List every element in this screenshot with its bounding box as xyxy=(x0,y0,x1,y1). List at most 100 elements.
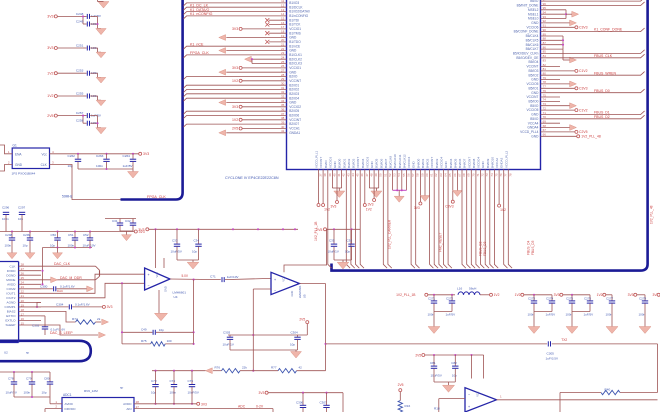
svg-text:B4/IO10: B4/IO10 xyxy=(490,157,494,168)
svg-text:48: 48 xyxy=(369,173,373,177)
svg-text:B1/TDI: B1/TDI xyxy=(289,18,299,22)
svg-text:R16: R16 xyxy=(405,404,411,408)
svg-text:DGND: DGND xyxy=(6,273,16,277)
svg-text:10p: 10p xyxy=(452,373,457,377)
svg-text:3V3: 3V3 xyxy=(47,46,53,50)
svg-text:K1_DC_LK: K1_DC_LK xyxy=(190,3,209,7)
svg-text:100n: 100n xyxy=(566,313,573,317)
svg-text:B1/nCE: B1/nCE xyxy=(289,44,300,48)
svg-text:C74: C74 xyxy=(170,379,176,383)
svg-text:2V5: 2V5 xyxy=(316,228,322,232)
svg-text:18: 18 xyxy=(281,30,285,34)
svg-text:C264: C264 xyxy=(123,154,131,158)
svg-text:54: 54 xyxy=(397,173,401,177)
svg-text:89: 89 xyxy=(543,32,547,36)
svg-text:11: 11 xyxy=(281,0,284,3)
svg-text:19: 19 xyxy=(281,34,285,38)
svg-text:1V2: 1V2 xyxy=(324,208,330,212)
svg-text:57: 57 xyxy=(411,173,415,177)
svg-text:68: 68 xyxy=(462,173,466,177)
svg-text:17: 17 xyxy=(281,25,285,29)
svg-text:56: 56 xyxy=(407,173,411,177)
svg-text:C3V3: C3V3 xyxy=(445,204,453,208)
svg-text:3V3: 3V3 xyxy=(232,27,238,31)
svg-text:82: 82 xyxy=(543,63,547,67)
svg-text:C251: C251 xyxy=(76,43,84,47)
svg-text:69: 69 xyxy=(467,173,471,177)
svg-text:43: 43 xyxy=(346,173,350,177)
svg-text:B4/IO2: B4/IO2 xyxy=(426,158,430,168)
svg-text:VCCIO4: VCCIO4 xyxy=(407,156,411,168)
svg-text:FPGA_CLK: FPGA_CLK xyxy=(190,51,209,55)
svg-text:VCCIO3: VCCIO3 xyxy=(365,156,369,168)
svg-text:COMP1: COMP1 xyxy=(4,305,15,309)
svg-text:100n: 100n xyxy=(2,217,9,221)
svg-text:R75: R75 xyxy=(141,339,147,343)
svg-text:B2/IO6: B2/IO6 xyxy=(289,114,299,118)
svg-text:41: 41 xyxy=(281,129,285,133)
svg-text:FBUS_D4: FBUS_D4 xyxy=(527,240,531,255)
svg-text:B4/CLK11: B4/CLK11 xyxy=(398,154,402,168)
svg-text:VCCIO3: VCCIO3 xyxy=(328,156,332,168)
svg-text:10uF/5V: 10uF/5V xyxy=(6,390,17,394)
svg-text:CYCLONE IV EP4CE22E22C8N: CYCLONE IV EP4CE22E22C8N xyxy=(225,176,279,180)
svg-text:70: 70 xyxy=(471,173,475,177)
svg-text:C273: C273 xyxy=(528,296,536,300)
svg-text:IOUT2: IOUT2 xyxy=(6,296,15,300)
svg-text:28: 28 xyxy=(281,73,285,77)
svg-text:1V2: 1V2 xyxy=(515,293,521,297)
svg-text:GND: GND xyxy=(289,101,297,105)
svg-text:B1/DCLK: B1/DCLK xyxy=(289,5,303,9)
svg-text:MSEL1: MSEL1 xyxy=(528,12,539,16)
svg-text:GND: GND xyxy=(15,163,23,167)
svg-text:21: 21 xyxy=(21,294,25,298)
svg-text:DAC_S_LEEP: DAC_S_LEEP xyxy=(50,331,73,335)
svg-text:1V2: 1V2 xyxy=(366,208,372,212)
svg-text:VCCIO1: VCCIO1 xyxy=(289,27,301,31)
svg-text:B5/IO3: B5/IO3 xyxy=(528,69,538,73)
svg-text:78: 78 xyxy=(508,173,512,177)
svg-text:2V5: 2V5 xyxy=(47,114,53,118)
svg-text:B6/CLK4: B6/CLK4 xyxy=(526,34,539,38)
svg-text:72: 72 xyxy=(543,106,547,110)
svg-text:RV6_12M: RV6_12M xyxy=(84,389,98,393)
svg-text:B4/IO5: B4/IO5 xyxy=(453,158,457,168)
svg-text:71: 71 xyxy=(543,111,547,115)
svg-text:R40: R40 xyxy=(605,388,611,392)
svg-text:10p: 10p xyxy=(50,244,55,248)
svg-text:3V3: 3V3 xyxy=(259,391,265,395)
svg-text:10p: 10p xyxy=(345,250,350,254)
svg-text:R76: R76 xyxy=(215,366,221,370)
svg-text:1uF/3.5V: 1uF/3.5V xyxy=(546,357,559,361)
svg-text:0-2V: 0-2V xyxy=(256,404,264,408)
svg-text:44: 44 xyxy=(351,173,355,177)
svg-text:VCCINT: VCCINT xyxy=(430,157,434,168)
svg-text:3V3: 3V3 xyxy=(232,105,238,109)
svg-text:25: 25 xyxy=(281,60,285,64)
svg-text:3: 3 xyxy=(52,161,54,165)
svg-text:49: 49 xyxy=(374,173,378,177)
svg-text:10uF/1V: 10uF/1V xyxy=(328,250,339,254)
svg-text:17: 17 xyxy=(21,312,25,316)
svg-text:C81: C81 xyxy=(430,361,436,365)
svg-text:3V3: 3V3 xyxy=(368,203,374,207)
svg-text:3V3: 3V3 xyxy=(414,206,420,210)
svg-text:2V5: 2V5 xyxy=(299,318,305,322)
svg-text:24: 24 xyxy=(21,281,25,285)
svg-text:C305: C305 xyxy=(547,352,555,356)
svg-text:B6/CLK5: B6/CLK5 xyxy=(526,38,539,42)
svg-text:GND: GND xyxy=(531,78,539,82)
svg-text:C278: C278 xyxy=(639,296,647,300)
svg-text:ADC: ADC xyxy=(238,404,246,408)
svg-text:4: 4 xyxy=(52,150,54,154)
svg-text:U2: U2 xyxy=(4,351,8,355)
svg-text:B3/IO3: B3/IO3 xyxy=(352,158,356,168)
svg-text:35: 35 xyxy=(281,103,285,107)
svg-text:40: 40 xyxy=(281,125,285,129)
svg-text:16: 16 xyxy=(281,21,285,25)
svg-text:C253: C253 xyxy=(76,69,84,73)
svg-text:C263: C263 xyxy=(96,154,104,158)
svg-text:10uF/5V: 10uF/5V xyxy=(431,373,442,377)
svg-text:22: 22 xyxy=(281,47,285,51)
svg-text:FBUS_CLK: FBUS_CLK xyxy=(594,54,613,58)
